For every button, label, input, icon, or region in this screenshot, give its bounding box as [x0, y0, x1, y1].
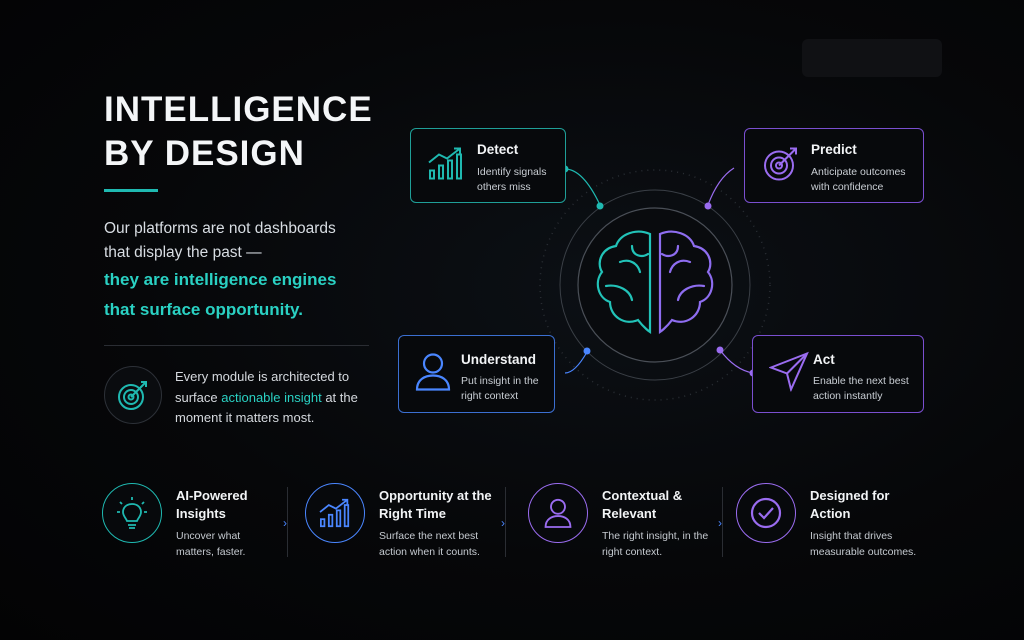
feature-contextual-title: Contextual & Relevant [602, 488, 683, 521]
chevron-right-icon: › [718, 516, 722, 530]
feature-separator [505, 487, 506, 557]
chevron-right-icon: › [283, 516, 287, 530]
card-predict-title: Predict [811, 142, 857, 157]
note-text-before: Every module is architected to surface [175, 369, 350, 405]
connector-dot-predict [704, 202, 712, 210]
connector-dot-act [716, 346, 724, 354]
check-circle-icon [736, 483, 796, 543]
target-icon [104, 366, 162, 424]
card-predict[interactable]: Predict Anticipate outcomes with confide… [744, 128, 924, 203]
card-predict-desc: Anticipate outcomes with confidence [811, 166, 906, 193]
chevron-right-icon: › [501, 516, 505, 530]
feature-separator [287, 487, 288, 557]
user-icon [415, 352, 451, 397]
note-text: Every module is architected to surface a… [175, 367, 375, 429]
feature-ai-powered[interactable]: AI-Powered Insights Uncover what matters… [102, 483, 282, 573]
feature-designed-for-action-title: Designed for Action [810, 488, 890, 521]
feature-contextual-desc: The right insight, in the right context. [602, 530, 709, 558]
feature-opportunity-title: Opportunity at the Right Time [379, 488, 492, 521]
connector-dot-detect-inner [596, 202, 604, 210]
feature-opportunity-desc: Surface the next best action when it cou… [379, 530, 480, 558]
feature-ai-powered-title: AI-Powered Insights [176, 488, 248, 521]
title-underline [104, 189, 158, 192]
feature-opportunity[interactable]: Opportunity at the Right Time Surface th… [305, 483, 500, 573]
note-text-after: at the moment it matters most. [175, 389, 358, 426]
lightbulb-icon [102, 483, 162, 543]
brain-icon [596, 230, 714, 335]
outer-ring [559, 189, 751, 381]
card-act-title: Act [813, 352, 835, 367]
page-title: INTELLIGENCE BY DESIGN [104, 90, 373, 173]
card-detect-title: Detect [477, 142, 519, 157]
connector-dot-understand [583, 347, 591, 355]
card-detect[interactable]: Detect Identify signals others miss [410, 128, 566, 203]
feature-designed-for-action-desc: Insight that drives measurable outcomes. [810, 530, 917, 558]
intro-text: Our platforms are not dashboards that di… [104, 220, 336, 261]
user-icon [528, 483, 588, 543]
card-understand-title: Understand [461, 352, 537, 367]
intro-highlight: they are intelligence engines that surfa… [104, 270, 337, 319]
card-understand[interactable]: Understand Put insight in the right cont… [398, 335, 555, 413]
chart-growth-icon [427, 146, 465, 185]
chart-growth-icon [305, 483, 365, 543]
card-detect-desc: Identify signals others miss [477, 166, 547, 193]
feature-separator [722, 487, 723, 557]
section-divider [104, 345, 369, 346]
top-placeholder-pill [802, 39, 942, 77]
inner-ring [577, 207, 733, 363]
target-icon [761, 143, 801, 188]
feature-contextual[interactable]: Contextual & Relevant The right insight,… [528, 483, 718, 573]
feature-designed-for-action[interactable]: Designed for Action Insight that drives … [736, 483, 936, 573]
card-act[interactable]: Act Enable the next best action instantl… [752, 335, 924, 413]
paper-plane-icon [768, 351, 809, 397]
outer-dotted-ring [539, 169, 771, 401]
note-highlight: actionable insight [221, 389, 322, 405]
feature-ai-powered-desc: Uncover what matters, faster. [176, 530, 246, 558]
card-understand-desc: Put insight in the right context [461, 375, 539, 402]
card-act-desc: Enable the next best action instantly [813, 375, 909, 402]
